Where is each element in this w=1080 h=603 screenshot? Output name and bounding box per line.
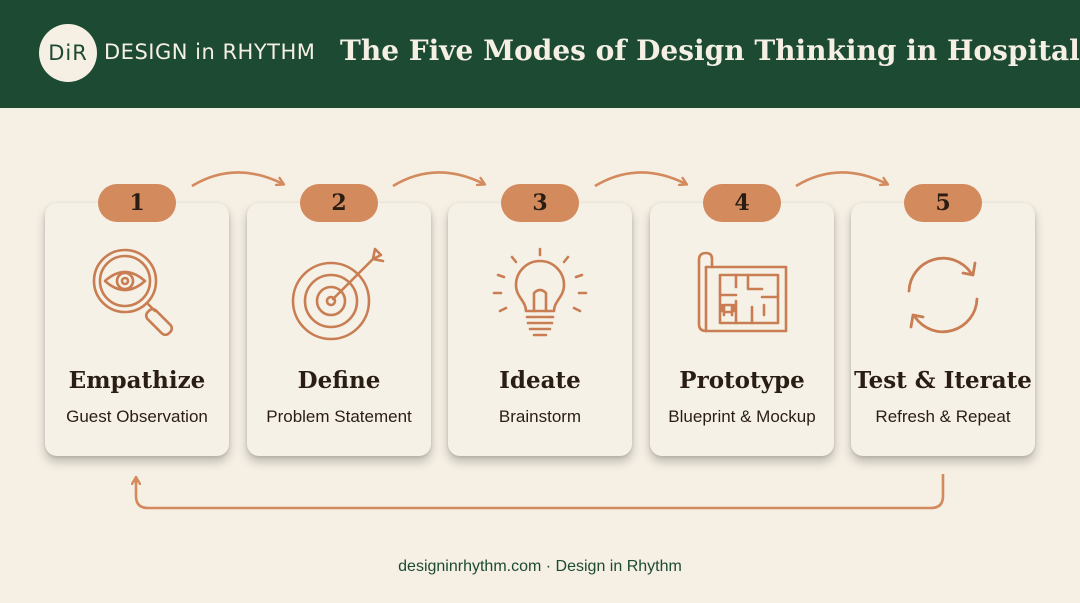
header-banner: DiR DESIGN in RHYTHM The Five Modes of D… [0, 0, 1080, 108]
logo-text: DESIGN in RHYTHM [104, 40, 316, 64]
blueprint-icon [697, 251, 788, 333]
arrow-2-to-3 [392, 171, 484, 188]
page-title: The Five Modes of Design Thinking in Hos… [340, 34, 1080, 67]
step-number-badge: 4 [703, 184, 781, 222]
arrow-3-to-4 [594, 171, 686, 188]
arrow-4-to-5 [795, 171, 887, 188]
magnifier-eye-icon [92, 248, 174, 337]
step-subtitle: Refresh & Repeat [875, 407, 1011, 426]
step-title: Prototype [679, 367, 805, 394]
step-card-test-iterate: Test & Iterate Refresh & Repeat [851, 203, 1035, 456]
step-number-badge: 1 [98, 184, 176, 222]
arrow-1-to-2 [191, 171, 283, 188]
step-card-empathize: Empathize Guest Observation [45, 203, 229, 456]
step-card-define: Define Problem Statement [247, 203, 431, 456]
lightbulb-icon [492, 247, 588, 337]
step-title: Empathize [68, 367, 206, 394]
step-title: Test & Iterate [854, 367, 1032, 394]
step-subtitle: Guest Observation [66, 407, 208, 426]
step-subtitle: Problem Statement [266, 407, 412, 426]
step-number-badge: 5 [904, 184, 982, 222]
step-subtitle: Brainstorm [498, 407, 582, 426]
loop-back-arrow [136, 474, 945, 510]
target-arrow-icon [291, 247, 385, 341]
logo-mark: DiR [39, 24, 97, 82]
step-number-badge: 3 [501, 184, 579, 222]
step-title: Ideate [499, 367, 581, 394]
step-title: Define [297, 367, 381, 394]
step-card-ideate: Ideate Brainstorm [448, 203, 632, 456]
step-card-prototype: Prototype Blueprint & Mockup [650, 203, 834, 456]
step-number-badge: 2 [300, 184, 378, 222]
step-subtitle: Blueprint & Mockup [668, 407, 816, 426]
refresh-icon [907, 256, 979, 334]
footer-credit: designinrhythm.com · Design in Rhythm [398, 558, 682, 575]
